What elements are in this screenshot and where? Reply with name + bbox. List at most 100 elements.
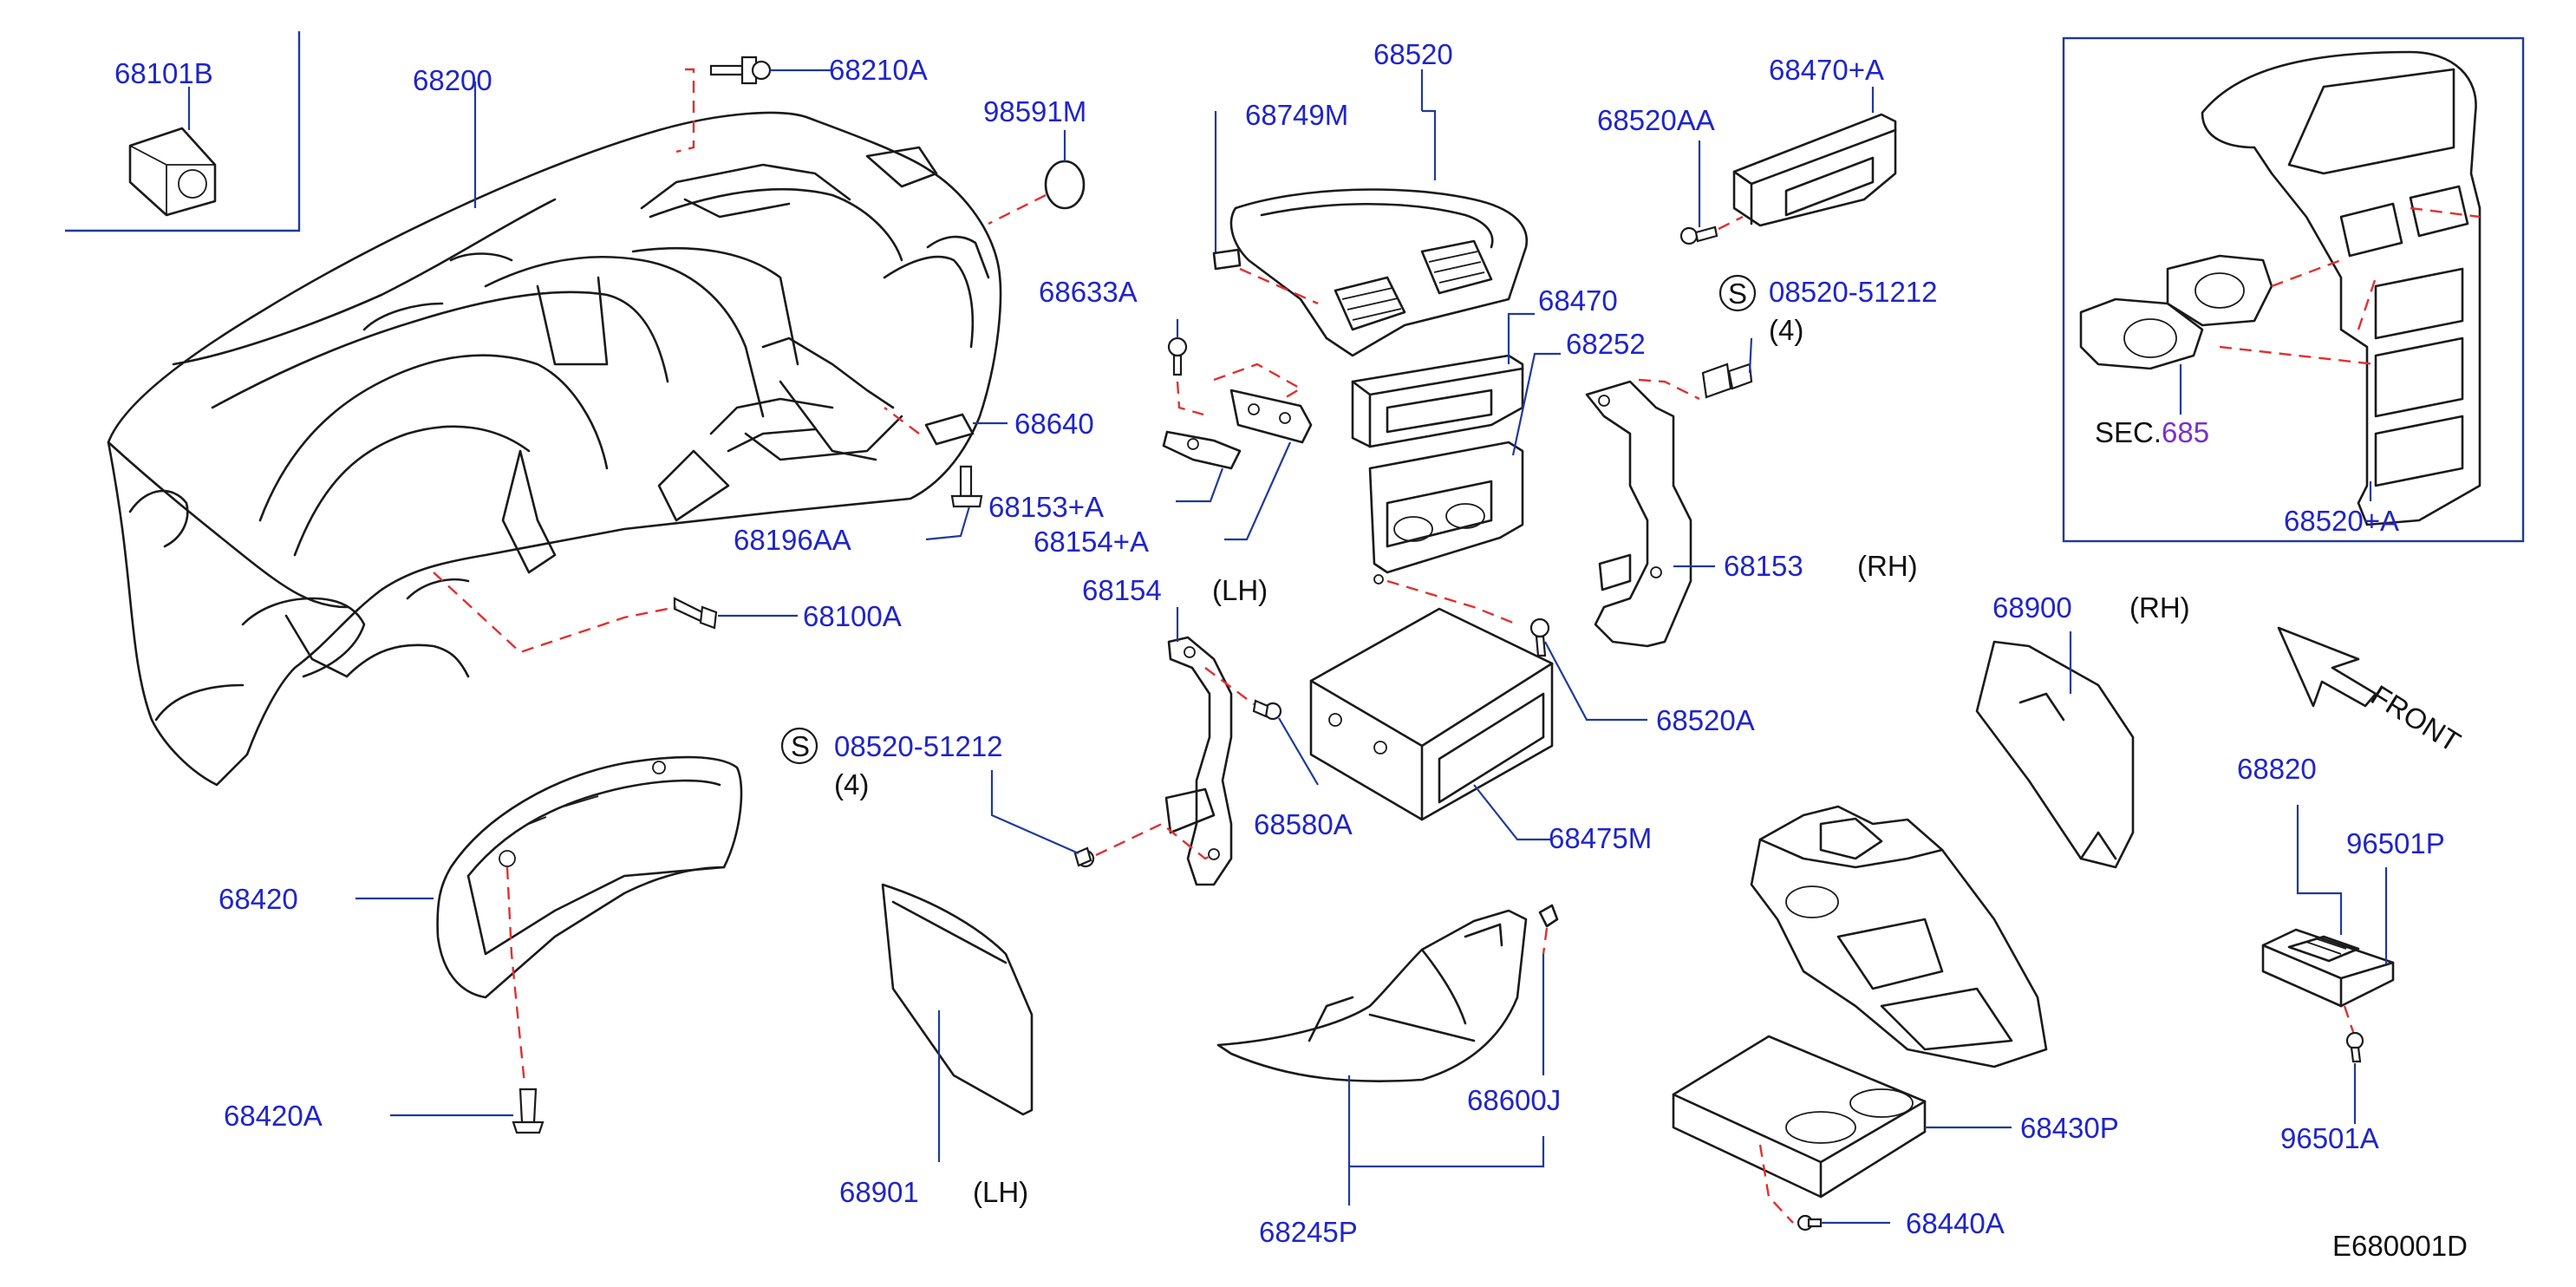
dash-68100A [433, 572, 677, 654]
label-96501P: 96501P [2346, 827, 2445, 859]
label-rh-68900: (RH) [2129, 591, 2190, 624]
dash-bracket [1213, 363, 1303, 401]
leader-68520-b [1422, 109, 1437, 180]
cluster-lid-68520 [1229, 188, 1529, 357]
label-68420: 68420 [218, 883, 298, 915]
label-lh-68901: (LH) [973, 1176, 1028, 1208]
leader-68154A [1224, 441, 1292, 541]
screw-68153A [950, 465, 983, 508]
screw-0852051212-top [1701, 363, 1753, 399]
screw-68420A [512, 1088, 545, 1134]
label-68470: 68470 [1538, 284, 1618, 317]
screw-96501A [2345, 1031, 2364, 1063]
leader-68245P [1347, 1075, 1545, 1205]
cap-98591M [1044, 160, 1086, 210]
label-68640: 68640 [1014, 408, 1094, 440]
label-68154A: 68154+A [1034, 526, 1149, 558]
s-badge-mid [780, 727, 818, 765]
label-68200: 68200 [413, 64, 492, 96]
label-0852051212-mid: 08520-51212 [834, 730, 1003, 762]
ashtray-68820 [2261, 928, 2395, 1008]
lower-trim-68245P [1216, 909, 1528, 1082]
dash-68210A [675, 68, 695, 154]
label-68580A: 68580A [1254, 808, 1353, 840]
cluster-hood-68420 [436, 755, 743, 999]
screw-68520A [1529, 617, 1550, 657]
dash-68580A [1204, 667, 1255, 705]
diagram-id: E680001D [2332, 1230, 2468, 1262]
label-68520A: 68520A [1656, 704, 1755, 736]
pocket-box-68475M [1309, 607, 1554, 821]
clip-68600J [1538, 904, 1559, 928]
label-qty-top: (4) [1769, 314, 1803, 346]
label-68633A: 68633A [1039, 276, 1138, 308]
label-68153A: 68153+A [988, 491, 1104, 523]
s-badge-top [1718, 274, 1757, 312]
dash-68520AA [1718, 215, 1744, 231]
dash-98591M [988, 193, 1047, 225]
bracket-68154 [1164, 636, 1233, 886]
dash-68420 [505, 866, 526, 1085]
bracket-68153 [1585, 380, 1692, 648]
label-qty-mid: (4) [834, 768, 869, 800]
trim-68252 [1368, 441, 1524, 585]
s-symbol-top: S [1728, 278, 1747, 310]
leader-0852051212-mid [990, 770, 1079, 855]
label-68749M: 68749M [1245, 99, 1348, 131]
label-68153: 68153 [1724, 550, 1803, 582]
label-68100A: 68100A [803, 600, 902, 632]
dash-68633A [1176, 381, 1204, 416]
screw-68520AA [1679, 225, 1718, 245]
console-assembly [1750, 805, 2048, 1068]
inset-frame-sec685 [2062, 36, 2525, 543]
bolt-68210A [709, 56, 772, 85]
label-68900: 68900 [1992, 591, 2072, 624]
leader-68153A [1176, 467, 1224, 503]
screw-68580A [1252, 699, 1282, 721]
label-rh-68153: (RH) [1857, 550, 1918, 582]
label-0852051212-top: 08520-51212 [1769, 276, 1938, 308]
screw-68440A [1797, 1214, 1823, 1231]
label-68520AA: 68520AA [1597, 104, 1715, 136]
label-68430P: 68430P [2020, 1112, 2119, 1144]
label-68245P: 68245P [1259, 1216, 1358, 1248]
label-68470A: 68470+A [1769, 54, 1884, 86]
dash-68252 [1386, 579, 1518, 626]
label-68520A-plus: 68520+A [2284, 505, 2399, 537]
leader-68520A [1544, 641, 1647, 722]
screw-0852051212-mid [1073, 846, 1095, 868]
leader-68470 [1507, 312, 1535, 364]
dash-68600J [1542, 927, 1549, 955]
label-68101B: 68101B [114, 57, 213, 89]
dash-68640 [884, 407, 920, 434]
pocket-68470 [1351, 354, 1524, 448]
leader-0852051212-top [1748, 337, 1753, 374]
dash-68749M [1239, 267, 1319, 305]
leader-68196AA [925, 506, 971, 541]
clip-68640 [924, 413, 975, 446]
sec685-assembly [2079, 50, 2481, 526]
label-68600J: 68600J [1467, 1084, 1561, 1116]
label-68901: 68901 [839, 1176, 919, 1208]
label-68420A: 68420A [224, 1100, 323, 1132]
label-sec-prefix: SEC. [2095, 416, 2162, 448]
dash-0852051212-mid [1095, 822, 1215, 860]
cup-holder-68430P [1672, 1035, 1927, 1199]
leader-68252 [1511, 352, 1561, 456]
label-68440A: 68440A [1906, 1207, 2005, 1239]
label-68154: 68154 [1082, 574, 1162, 606]
leader-68580A [1278, 717, 1319, 786]
s-symbol-mid: S [791, 730, 810, 762]
bracket-68154A [1162, 389, 1313, 470]
label-68252: 68252 [1566, 328, 1646, 360]
leader-68820 [2296, 805, 2343, 935]
instrument-panel-68200 [107, 111, 1002, 787]
label-sec685: SEC.685 [2095, 416, 2209, 448]
label-68820: 68820 [2237, 753, 2317, 785]
front-arrow [2277, 626, 2377, 708]
label-96501A: 96501A [2280, 1122, 2379, 1154]
label-68210A: 68210A [829, 54, 928, 86]
label-68196AA: 68196AA [734, 524, 851, 556]
side-panel-68900 [1975, 640, 2135, 869]
label-sec-number: 685 [2162, 416, 2209, 448]
